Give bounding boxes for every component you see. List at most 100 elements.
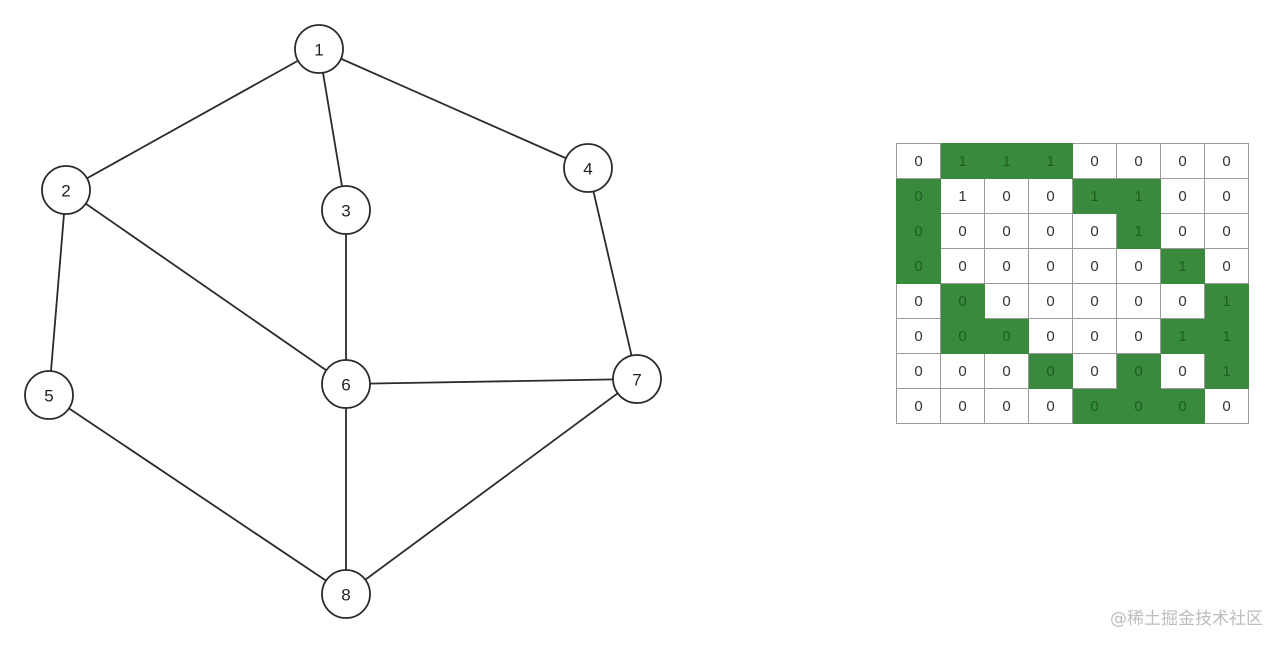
matrix-cell: 0 <box>896 248 941 284</box>
node-circle <box>321 569 371 619</box>
matrix-cell: 0 <box>1116 283 1161 319</box>
matrix-cell: 0 <box>1028 248 1073 284</box>
graph-diagram: 1 2 3 4 5 6 7 8 <box>24 24 662 619</box>
node-2: 2 <box>41 165 91 215</box>
node-circle <box>41 165 91 215</box>
matrix-cell: 0 <box>1160 388 1205 424</box>
matrix-cell: 0 <box>984 248 1029 284</box>
node-circle <box>294 24 344 74</box>
matrix-cell: 1 <box>1160 248 1205 284</box>
matrix-cell: 0 <box>1116 388 1161 424</box>
edge-2-6 <box>65 189 347 385</box>
matrix-cell: 0 <box>1072 213 1117 249</box>
matrix-cell: 0 <box>896 143 941 179</box>
edge-1-3 <box>318 48 347 211</box>
matrix-cell: 0 <box>984 353 1029 389</box>
matrix-cell: 0 <box>1204 248 1249 284</box>
node-4: 4 <box>563 143 613 193</box>
matrix-cell: 0 <box>1072 143 1117 179</box>
matrix-cell: 1 <box>1160 318 1205 354</box>
node-label: 3 <box>341 202 350 221</box>
matrix-cell: 0 <box>1028 213 1073 249</box>
matrix-cell: 0 <box>896 178 941 214</box>
matrix-cell: 0 <box>1204 388 1249 424</box>
matrix-cell: 0 <box>1116 353 1161 389</box>
matrix-cell: 0 <box>1160 283 1205 319</box>
matrix-cell: 0 <box>984 318 1029 354</box>
edge-1-2 <box>65 48 320 191</box>
graph-nodes: 1 2 3 4 5 6 7 8 <box>24 24 662 619</box>
matrix-cell: 0 <box>984 178 1029 214</box>
matrix-cell: 0 <box>1204 143 1249 179</box>
matrix-cell: 0 <box>1028 178 1073 214</box>
matrix-cell: 0 <box>1116 318 1161 354</box>
matrix-cell: 0 <box>896 283 941 319</box>
matrix-cell: 0 <box>896 388 941 424</box>
matrix-cell: 0 <box>1028 388 1073 424</box>
matrix-cell: 0 <box>1072 318 1117 354</box>
matrix-cell: 0 <box>1028 353 1073 389</box>
node-label: 1 <box>314 41 323 60</box>
matrix-cell: 1 <box>1072 178 1117 214</box>
matrix-cell: 0 <box>1116 143 1161 179</box>
matrix-cell: 0 <box>1028 283 1073 319</box>
matrix-cell: 0 <box>896 353 941 389</box>
matrix-cell: 1 <box>1116 178 1161 214</box>
matrix-cell: 0 <box>940 388 985 424</box>
node-circle <box>321 359 371 409</box>
edge-6-7 <box>345 378 638 385</box>
matrix-cell: 1 <box>1204 283 1249 319</box>
matrix-cell: 0 <box>1072 388 1117 424</box>
node-circle <box>563 143 613 193</box>
node-circle <box>612 354 662 404</box>
matrix-cell: 0 <box>1160 178 1205 214</box>
edge-5-8 <box>48 394 347 595</box>
matrix-cell: 1 <box>940 143 985 179</box>
matrix-cell: 0 <box>896 213 941 249</box>
matrix-cell: 0 <box>1204 178 1249 214</box>
matrix-cell: 0 <box>984 213 1029 249</box>
node-circle <box>24 370 74 420</box>
matrix-cell: 1 <box>1116 213 1161 249</box>
matrix-cell: 0 <box>1116 248 1161 284</box>
graph-edges <box>48 48 638 595</box>
matrix-cell: 1 <box>1204 318 1249 354</box>
matrix-cell: 0 <box>1160 213 1205 249</box>
matrix-cell: 0 <box>1072 353 1117 389</box>
matrix-cell: 0 <box>1072 283 1117 319</box>
node-label: 6 <box>341 376 350 395</box>
watermark-text: @稀土掘金技术社区 <box>1110 609 1263 629</box>
node-label: 7 <box>632 371 641 390</box>
matrix-cell: 0 <box>984 283 1029 319</box>
edge-4-7 <box>587 167 638 380</box>
edge-7-8 <box>345 378 638 595</box>
node-1: 1 <box>294 24 344 74</box>
node-label: 4 <box>583 160 592 179</box>
node-label: 8 <box>341 586 350 605</box>
matrix-cell: 0 <box>940 318 985 354</box>
edge-1-4 <box>318 48 589 169</box>
matrix-cell: 0 <box>940 213 985 249</box>
matrix-cell: 0 <box>940 353 985 389</box>
matrix-cell: 0 <box>896 318 941 354</box>
matrix-cell: 1 <box>1028 143 1073 179</box>
node-label: 2 <box>61 182 70 201</box>
matrix-cell: 0 <box>1160 143 1205 179</box>
node-circle <box>321 185 371 235</box>
matrix-cell: 1 <box>984 143 1029 179</box>
node-label: 5 <box>44 387 53 406</box>
matrix-cell: 0 <box>1160 353 1205 389</box>
matrix-cell: 0 <box>940 283 985 319</box>
matrix-cell: 0 <box>940 248 985 284</box>
matrix-cell: 1 <box>940 178 985 214</box>
matrix-cell: 0 <box>1028 318 1073 354</box>
